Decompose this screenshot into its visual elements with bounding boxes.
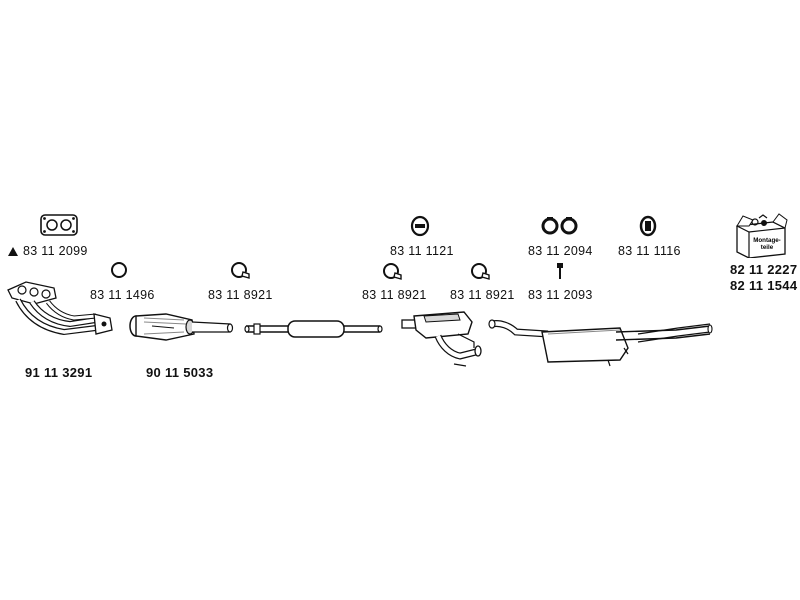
part-number-gasket: 83 11 2099 <box>8 244 88 258</box>
part-number-mounting-kit-1: 82 11 2227 <box>730 262 798 277</box>
box-text-line-2: teile <box>761 244 774 251</box>
centre-silencer-icon <box>398 306 490 370</box>
part-number-rubber-mount-1: 83 11 1121 <box>390 244 454 258</box>
bolt-icon <box>556 262 564 280</box>
rubber-mount-icon <box>638 215 658 237</box>
rear-silencer-icon <box>488 318 716 368</box>
part-number-rubber-rings: 83 11 2094 <box>528 244 593 258</box>
part-number-ring-seal: 83 11 1496 <box>90 288 155 302</box>
part-number-clamp-1: 83 11 8921 <box>208 288 273 302</box>
part-number-mounting-kit-2: 82 11 1544 <box>730 278 798 293</box>
catalytic-converter-icon <box>126 310 238 346</box>
flange-gasket-icon <box>40 214 78 236</box>
pipe-clamp-icon <box>381 261 403 281</box>
part-number-clamp-3: 83 11 8921 <box>450 288 515 302</box>
mounting-kit-box-icon: Montage- teile <box>733 212 789 258</box>
part-number-front-pipe: 91 11 3291 <box>25 365 93 380</box>
part-number-clamp-2: 83 11 8921 <box>362 288 427 302</box>
ring-seal-icon <box>110 261 128 279</box>
triangle-marker-icon <box>8 247 18 256</box>
rubber-mount-icon <box>410 215 430 237</box>
part-number-text: 83 11 2099 <box>23 244 88 258</box>
part-number-bolt: 83 11 2093 <box>528 288 593 302</box>
pipe-clamp-icon <box>469 261 491 281</box>
box-text-line-1: Montage- <box>753 237 781 244</box>
exhaust-manifold-pipe-icon <box>4 276 119 348</box>
middle-silencer-icon <box>244 318 384 340</box>
part-number-rubber-mount-2: 83 11 1116 <box>618 244 681 258</box>
part-number-catalytic-converter: 90 11 5033 <box>146 365 214 380</box>
rubber-rings-icon <box>540 216 580 236</box>
pipe-clamp-icon <box>229 260 251 280</box>
